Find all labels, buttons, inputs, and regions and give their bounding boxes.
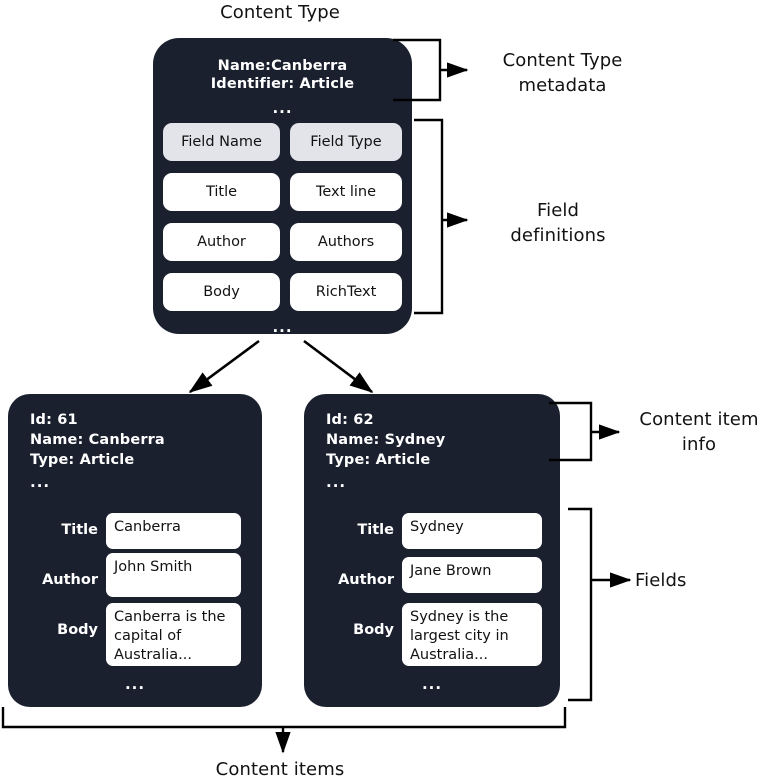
content-item-id: Id: 61: [30, 412, 78, 428]
content-item-name: Name: Sydney: [326, 432, 446, 448]
content-item-type: Type: Article: [30, 452, 135, 468]
content-item-field-label: Author: [338, 572, 394, 588]
annotation-content-type-metadata-line1: Content Type: [502, 50, 623, 71]
field-name-cell[interactable]: Title: [163, 173, 280, 211]
content-item-field-label: Body: [353, 622, 394, 638]
content-item-field-value[interactable]: Canberra is the capital of Australia...: [106, 603, 241, 666]
content-item-field-value[interactable]: Sydney: [402, 513, 542, 549]
content-item-type: Type: Article: [326, 452, 431, 468]
annotation-content-item-info-line1: Content item: [639, 409, 759, 430]
content-item-id: Id: 62: [326, 412, 374, 428]
content-type-fields-ellipsis: ...: [272, 318, 293, 336]
field-type-cell[interactable]: Authors: [290, 223, 402, 261]
field-name-cell[interactable]: Body: [163, 273, 280, 311]
field-name-cell[interactable]: Author: [163, 223, 280, 261]
content-item-field-label: Title: [357, 522, 394, 538]
field-type-cell[interactable]: Text line: [290, 173, 402, 211]
page-title: Content Type: [220, 2, 340, 23]
field-type-header: Field Type: [290, 123, 402, 161]
content-item-card-62: Id: 62 Name: Sydney Type: Article ... Ti…: [304, 394, 560, 707]
bottom-label-content-items: Content items: [215, 759, 345, 780]
content-item-field-label: Author: [42, 572, 98, 588]
annotation-field-definitions-line1: Field: [536, 200, 580, 221]
annotation-content-type-metadata-line2: metadata: [518, 75, 607, 96]
content-item-field-value[interactable]: Jane Brown: [402, 557, 542, 593]
content-item-field-label: Body: [57, 622, 98, 638]
content-item-info-ellipsis: ...: [326, 473, 347, 491]
content-item-fields-ellipsis: ...: [124, 675, 146, 693]
annotation-field-definitions: Field definitions: [468, 198, 648, 248]
content-item-field-value[interactable]: Sydney is the largest city in Australia.…: [402, 603, 542, 666]
content-item-field-value[interactable]: Canberra: [106, 513, 241, 549]
annotation-content-item-info-line2: info: [681, 434, 717, 455]
content-item-info-ellipsis: ...: [30, 473, 51, 491]
content-type-identifier: Identifier: Article: [210, 76, 355, 92]
content-item-field-value[interactable]: John Smith: [106, 553, 241, 597]
content-type-card: Name:Canberra Identifier: Article ... Fi…: [153, 38, 412, 336]
content-item-name: Name: Canberra: [30, 432, 165, 448]
content-item-card-61: Id: 61 Name: Canberra Type: Article ... …: [8, 394, 262, 707]
bracket-fields: [568, 507, 632, 702]
content-item-field-label: Title: [61, 522, 98, 538]
arrow-content-type-to-item-61: [188, 339, 260, 394]
field-name-header: Field Name: [163, 123, 280, 161]
bracket-content-items: [1, 707, 567, 754]
arrow-content-type-to-item-62: [303, 339, 374, 394]
annotation-content-item-info: Content item info: [624, 407, 773, 457]
field-type-cell[interactable]: RichText: [290, 273, 402, 311]
annotation-field-definitions-line2: definitions: [510, 225, 606, 246]
annotation-fields: Fields: [635, 570, 687, 591]
content-type-name: Name:Canberra: [217, 58, 348, 74]
content-item-fields-ellipsis: ...: [421, 675, 443, 693]
content-type-metadata-ellipsis: ...: [272, 99, 293, 117]
bracket-field-definitions: [414, 118, 469, 315]
annotation-content-type-metadata: Content Type metadata: [460, 48, 665, 98]
